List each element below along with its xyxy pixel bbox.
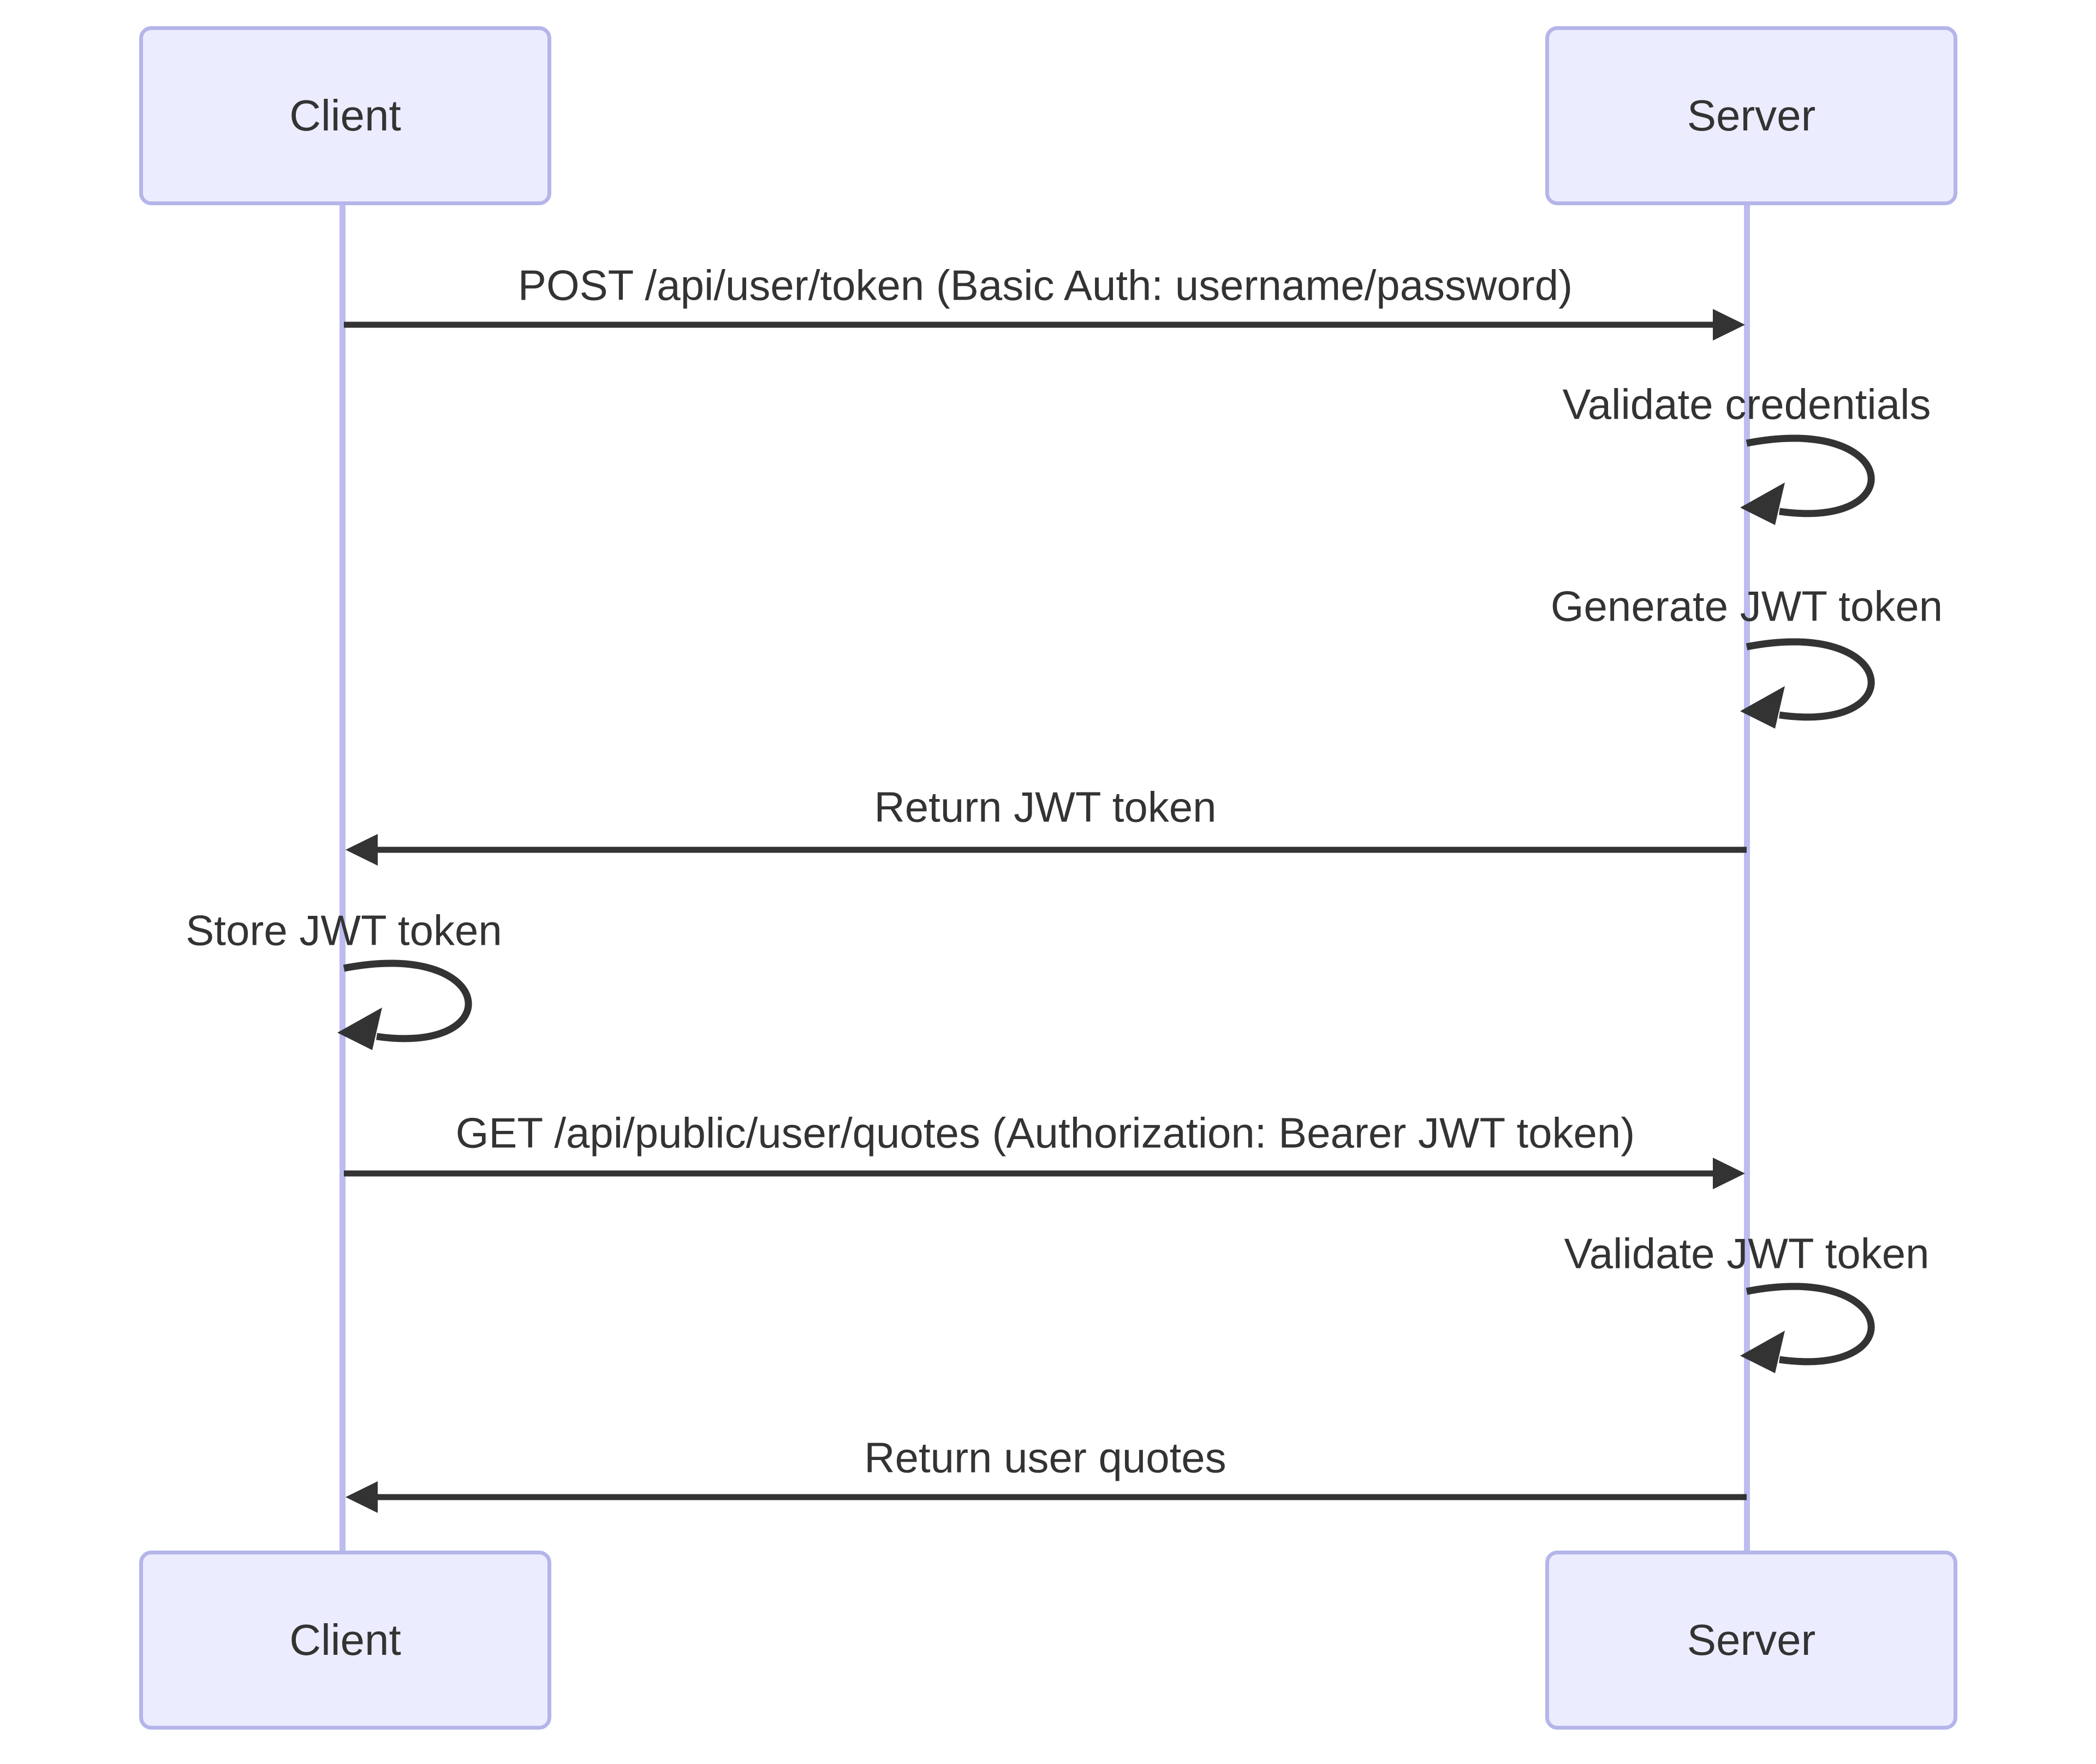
arrowhead-self-loop-generate-jwt-token [1740,686,1785,729]
self-loop-validate-jwt-token [1746,1283,1875,1366]
actor-label-client-bottom: Client [289,1616,401,1664]
arrowhead-right-message-6 [1713,1158,1745,1189]
arrowhead-self-loop-validate-jwt-token [1740,1331,1785,1373]
actor-label-server-top: Server [1687,91,1816,140]
message-label-return-user-quotes: Return user quotes [864,1433,1226,1482]
actor-box-client-bottom: Client [139,1551,551,1730]
lifeline-client [340,205,346,1551]
arrowhead-right-message-1 [1713,309,1745,341]
actor-box-server-bottom: Server [1545,1551,1957,1730]
actor-label-client-top: Client [289,91,401,140]
arrowhead-self-loop-store-jwt-token [337,1008,382,1050]
message-label-return-jwt-token: Return JWT token [874,783,1217,831]
message-label-store-jwt-token: Store JWT token [186,906,502,955]
arrowhead-left-message-4 [346,834,378,866]
arrowhead-left-message-8 [346,1481,378,1513]
lifeline-server [1744,205,1750,1551]
actor-box-server-top: Server [1545,26,1957,205]
arrowhead-self-loop-validate-credentials [1740,482,1785,525]
self-loop-validate-credentials [1746,434,1875,517]
message-label-validate-jwt-token: Validate JWT token [1564,1229,1930,1278]
message-label-generate-jwt-token: Generate JWT token [1550,582,1943,630]
actor-label-server-bottom: Server [1687,1616,1816,1664]
actor-box-client-top: Client [139,26,551,205]
message-label-post-token: POST /api/user/token (Basic Auth: userna… [517,261,1573,309]
message-label-validate-credentials: Validate credentials [1562,380,1931,428]
self-loop-store-jwt-token [343,960,472,1042]
message-label-get-quotes: GET /api/public/user/quotes (Authorizati… [455,1109,1635,1157]
self-loop-generate-jwt-token [1746,638,1875,721]
